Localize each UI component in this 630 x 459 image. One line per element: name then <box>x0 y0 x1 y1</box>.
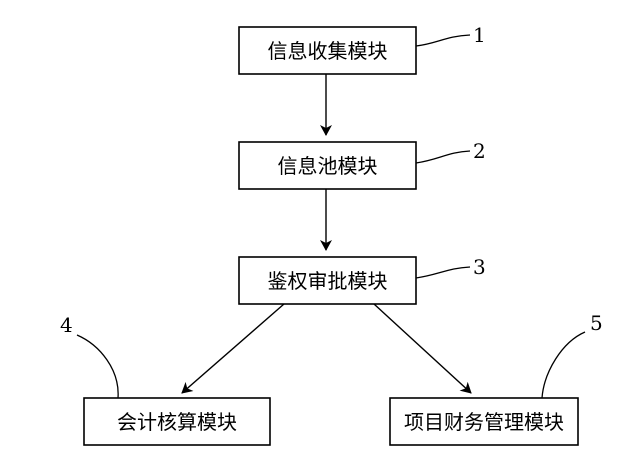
node-project-finance: 项目财务管理模块 <box>389 397 579 446</box>
leader-3 <box>415 266 471 279</box>
edges <box>181 74 472 394</box>
ref-number-2: 2 <box>473 139 486 163</box>
edge-auth-to-project-finance <box>373 303 472 394</box>
ref-number-3: 3 <box>473 255 486 279</box>
node-label: 项目财务管理模块 <box>404 410 564 434</box>
reference-numbers: 1 2 3 4 5 <box>60 23 603 337</box>
node-info-pool: 信息池模块 <box>238 141 417 190</box>
node-box <box>389 397 579 446</box>
node-box <box>238 256 417 305</box>
leader-5 <box>541 331 586 399</box>
leader-lines <box>76 34 586 399</box>
ref-number-5: 5 <box>590 311 603 335</box>
ref-number-1: 1 <box>473 23 486 47</box>
node-info-collect: 信息收集模块 <box>238 26 417 75</box>
node-auth-approve: 鉴权审批模块 <box>238 256 417 305</box>
leader-1 <box>415 34 471 47</box>
node-label: 信息收集模块 <box>268 39 388 63</box>
node-label: 鉴权审批模块 <box>268 269 388 293</box>
leader-4 <box>76 334 119 399</box>
node-box <box>83 397 271 446</box>
leader-2 <box>415 150 471 164</box>
node-label: 会计核算模块 <box>117 410 237 434</box>
node-label: 信息池模块 <box>278 154 378 178</box>
node-box <box>238 141 417 190</box>
node-accounting: 会计核算模块 <box>83 397 271 446</box>
edge-auth-to-accounting <box>181 303 285 394</box>
ref-number-4: 4 <box>60 313 73 337</box>
node-box <box>238 26 417 75</box>
